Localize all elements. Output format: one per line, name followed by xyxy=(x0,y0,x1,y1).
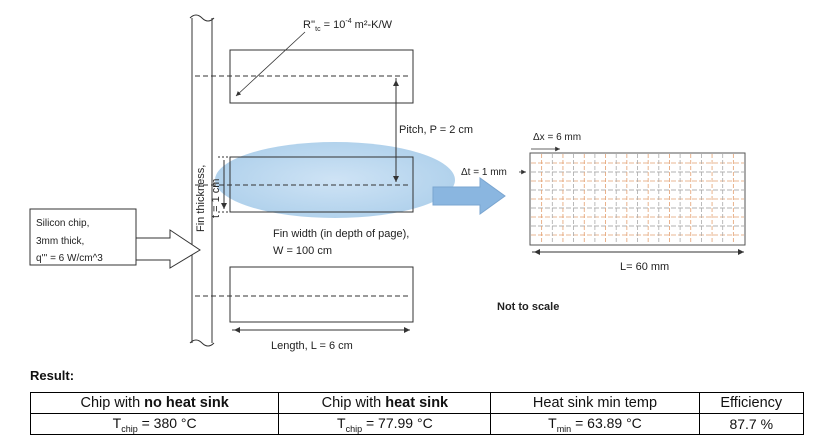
value-efficiency: 87.7 % xyxy=(698,413,805,435)
mesh-grid xyxy=(531,154,744,244)
resistance-leader xyxy=(235,31,306,97)
value-no-heat-sink: Tchip = 380 °C xyxy=(29,413,280,435)
chip-label-line2: 3mm thick, xyxy=(36,236,84,247)
chip-label-line1: Silicon chip, xyxy=(36,218,89,229)
fin-top xyxy=(195,49,414,104)
not-to-scale-label: Not to scale xyxy=(497,301,559,313)
L-label: L= 60 mm xyxy=(620,261,669,273)
length-label: Length, L = 6 cm xyxy=(271,340,353,352)
fin-width-value: W = 100 cm xyxy=(273,245,332,257)
result-table: Chip with no heat sink Chip with heat si… xyxy=(29,392,805,435)
chip-label-line3: q''' = 6 W/cm^3 xyxy=(36,253,103,264)
pitch-label: Pitch, P = 2 cm xyxy=(399,124,473,136)
result-value-row: Tchip = 380 °C Tchip = 77.99 °C Tmin = 6… xyxy=(29,413,805,435)
chip-input-arrow xyxy=(135,229,201,269)
fin-middle xyxy=(195,156,414,213)
heat-sink-diagram: R''tc = 10-4 m²-K/W Pitch, P = 2 cm Δt =… xyxy=(29,14,746,352)
zoom-arrow xyxy=(432,177,506,215)
value-min-temp: Tmin = 63.89 °C xyxy=(490,413,700,435)
delta-t-label: Δt = 1 mm xyxy=(461,167,507,178)
mesh-border xyxy=(529,152,746,246)
delta-x-label: Δx = 6 mm xyxy=(533,132,581,143)
highlight-ellipse xyxy=(215,142,455,218)
base-plate xyxy=(189,14,215,347)
fin-bottom xyxy=(195,266,414,323)
fin-width-label: Fin width (in depth of page), xyxy=(273,228,409,240)
contact-resistance-label: R''tc = 10-4 m²-K/W xyxy=(303,18,393,33)
chip-box xyxy=(29,208,137,266)
fin-thickness-value: t = 1 cm xyxy=(210,179,222,218)
header-no-heat-sink: Chip with no heat sink xyxy=(29,392,280,414)
fin-thickness-label: Fin thickness, xyxy=(195,165,207,232)
fin-thickness-marker xyxy=(218,156,228,213)
header-heat-sink: Chip with heat sink xyxy=(278,392,492,414)
value-heat-sink: Tchip = 77.99 °C xyxy=(278,413,492,435)
header-min-temp: Heat sink min temp xyxy=(490,392,700,414)
result-header-row: Chip with no heat sink Chip with heat si… xyxy=(29,392,805,414)
result-label: Result: xyxy=(30,368,75,383)
header-efficiency: Efficiency xyxy=(698,392,805,414)
